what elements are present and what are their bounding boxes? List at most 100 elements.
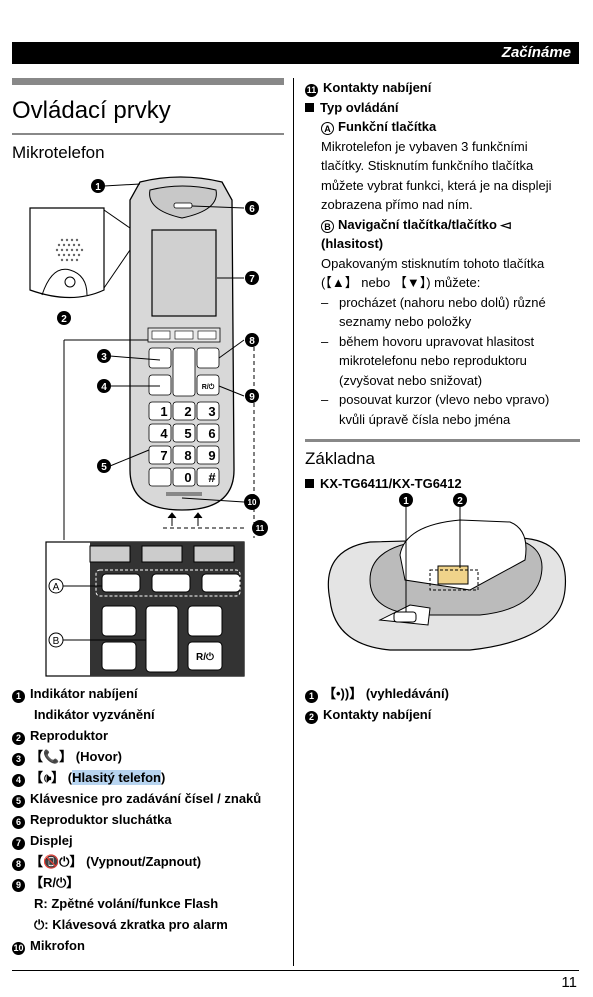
a-heading-line: A Funkční tlačítka [305, 117, 580, 137]
num-9-icon: 9 [12, 879, 25, 892]
handset-illustration: 1 2 3 4 5 6 7 8 9 0 # R/⏻ 1 [29, 176, 268, 677]
callout-10: 10 [248, 498, 257, 507]
a-text-line: tlačítky. Stisknutím funkčního tlačítka [321, 158, 534, 173]
num-11-icon: 11 [305, 84, 318, 97]
a-text-line: zobrazena přímo nad ním. [321, 197, 473, 212]
key-7: 7 [160, 448, 167, 463]
legend-item-4: 4【🕩】 (Hlasitý telefon) [12, 767, 292, 788]
type-heading-line: Typ ovládání [305, 98, 580, 118]
callout-5: 5 [101, 462, 107, 473]
type-heading: Typ ovládání [320, 99, 399, 115]
b-heading: Navigační tlačítka/tlačítko ◅ [338, 216, 511, 232]
callout-11: 11 [256, 524, 265, 533]
num-6-icon: 6 [12, 816, 25, 829]
b-text-line: Opakovaným stisknutím tohoto tlačítka [321, 255, 545, 271]
num-10-icon: 10 [12, 942, 25, 955]
callout-2: 2 [61, 314, 67, 325]
callout-3: 3 [101, 352, 107, 363]
speaker-detail [29, 207, 131, 299]
handset-body: 1 2 3 4 5 6 7 8 9 0 # R/⏻ [129, 176, 235, 511]
base-legend-item-1: 1【•))】 (vyhledávání) [305, 683, 449, 704]
item-11-line: 11 Kontakty nabíjení [305, 78, 580, 98]
num-8-icon: 8 [12, 858, 25, 871]
base-model: KX-TG6411/KX-TG6412 [320, 476, 462, 491]
legend-item-8: 8【📵⏻】 (Vypnout/Zapnout) [12, 851, 292, 872]
callout-8: 8 [249, 336, 255, 347]
handset-subtitle: Mikrotelefon [12, 143, 105, 162]
key-1: 1 [160, 404, 167, 419]
key-2: 2 [184, 404, 191, 419]
num-2-icon: 2 [305, 711, 318, 724]
legend-item-3: 3【📞】 (Hovor) [12, 746, 292, 767]
callout-1: 1 [95, 182, 101, 193]
right-column: 11 Kontakty nabíjení Typ ovládání A Funkčn… [305, 78, 580, 494]
b-bullet-1: procházet (nahoru nebo dolů) různéseznam… [305, 293, 580, 332]
page-number: 11 [561, 974, 577, 991]
a-text-line: Mikrotelefon je vybaven 3 funkčními [321, 138, 528, 154]
callout-7: 7 [249, 274, 255, 285]
b-bullet-2: během hovoru upravovat hlasitostmikrotel… [305, 332, 580, 391]
legend-item-9: 9【R/⏻】 [12, 872, 292, 893]
callout-6: 6 [249, 204, 255, 215]
key-8: 8 [184, 448, 191, 463]
square-bullet-icon [305, 102, 314, 112]
base-model-line: KX-TG6411/KX-TG6412 [305, 474, 580, 494]
key-3: 3 [208, 404, 215, 419]
rp-key-label: R/⏻ [202, 383, 215, 391]
section-header-bar: Začínáme [12, 42, 579, 64]
base-callout-1: 1 [403, 496, 409, 507]
highlighted-text: Hlasitý telefon [72, 770, 161, 785]
section-title: Začínáme [501, 44, 571, 61]
legend-item-9c: ⏻: Klávesová zkratka pro alarm [34, 917, 228, 932]
keypad-detail: R/⏻ A B [45, 541, 245, 677]
num-7-icon: 7 [12, 837, 25, 850]
num-4-icon: 4 [12, 774, 25, 787]
base-title: Základna [305, 449, 375, 468]
item-11-text: Kontakty nabíjení [323, 80, 432, 95]
title-rule [12, 78, 284, 85]
base-illustration: 1 2 [327, 493, 567, 651]
key-9: 9 [208, 448, 215, 463]
a-text-line: můžete vybrat funkci, která je na disple… [321, 177, 552, 193]
letter-a-icon: A [321, 122, 334, 135]
b-bullet-3: posouvat kurzor (vlevo nebo vpravo)kvůli… [305, 390, 580, 429]
rp-key-detail: R/⏻ [196, 651, 214, 663]
key-6: 6 [208, 426, 215, 441]
letter-b-icon: B [321, 219, 334, 233]
b-text-line: (【▲】 nebo 【▼】) můžete: [321, 275, 481, 290]
subtitle-rule [12, 133, 284, 135]
legend-item-9b: R: Zpětné volání/funkce Flash [34, 896, 219, 911]
callout-B: B [53, 636, 60, 647]
callout-A: A [53, 582, 60, 593]
num-1-icon: 1 [12, 690, 25, 703]
num-1-icon: 1 [305, 690, 318, 703]
footer-rule [12, 970, 579, 971]
key-hash: # [208, 470, 216, 485]
callout-4: 4 [101, 382, 107, 393]
num-5-icon: 5 [12, 795, 25, 808]
num-2-icon: 2 [12, 732, 25, 745]
page-title: Ovládací prvky [12, 97, 171, 124]
base-callout-2: 2 [457, 496, 463, 507]
square-bullet-icon [305, 479, 314, 488]
column-divider [293, 78, 294, 966]
a-heading: Funkční tlačítka [338, 119, 437, 134]
callout-9: 9 [249, 392, 255, 403]
b-heading-line: B Navigační tlačítka/tlačítko ◅ [305, 215, 580, 235]
base-rule [305, 439, 580, 442]
num-3-icon: 3 [12, 753, 25, 766]
left-column: Ovládací prvky Mikrotelefon [12, 78, 284, 163]
legend-item-1b: Indikátor vyzvánění [34, 707, 155, 722]
key-5: 5 [184, 426, 191, 441]
key-4: 4 [160, 426, 168, 441]
key-0: 0 [184, 470, 191, 485]
